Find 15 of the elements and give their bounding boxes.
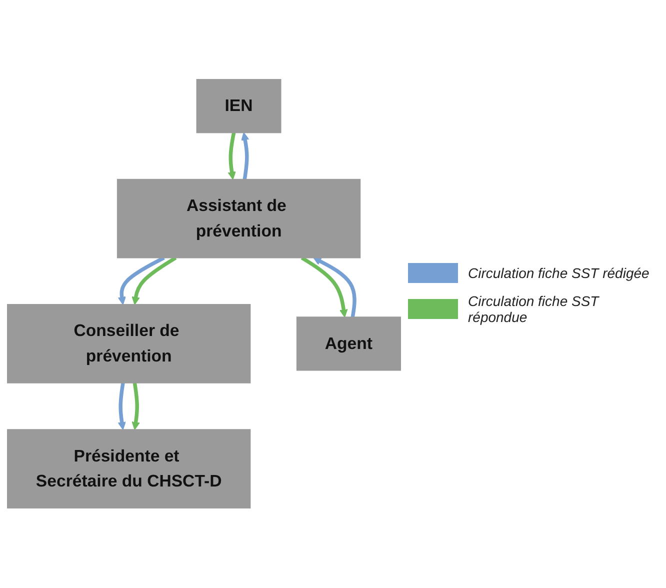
arrow [132,382,140,430]
arrow [132,256,177,306]
arrow [228,132,236,180]
arrow [313,258,356,318]
arrow [300,256,348,318]
node-box: Présidente et Secrétaire du CHSCT-D [7,429,251,509]
arrow [118,256,165,306]
arrow [118,382,126,430]
node-box: Conseiller de prévention [7,304,251,384]
legend-text: Circulation fiche SST répondue [468,293,600,325]
node-box: Agent [296,316,401,372]
arrow [241,132,250,180]
node-box: IEN [196,79,282,134]
node-box: Assistant de prévention [116,179,361,259]
legend-text: Circulation fiche SST rédigée [468,265,650,281]
